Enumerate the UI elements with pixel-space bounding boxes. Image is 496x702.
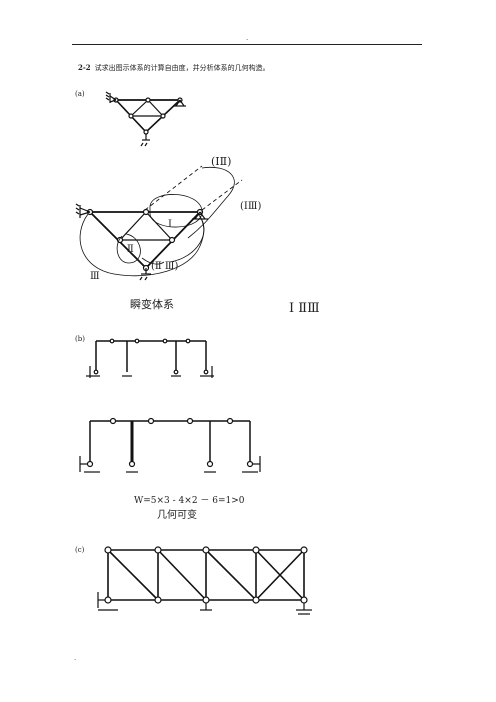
figure-c-label: (c) [75,546,85,554]
body-ii-label: Ⅱ [127,244,134,255]
problem-text: 试求出图示体系的计算自由度，并分析体系的几何构造。 [94,64,270,72]
body-iii-label: Ⅲ [90,271,100,282]
truss-c [97,546,312,615]
header-rule [72,44,422,45]
header-dot: . [246,34,249,42]
body-i-label: Ⅰ [168,219,172,230]
roman-summary: Ⅰ ⅡⅢ [289,301,320,316]
figure-b-label: (b) [75,335,85,343]
figure-a-label: (a) [75,90,85,98]
formula-b: W=5×3 - 4×2 － 6=1>0 [134,496,245,506]
problem-number: 2-2 [78,63,91,72]
bubble-i-iii: (ⅠⅢ) [240,201,262,212]
truss-a-analysis [75,165,243,281]
frame-b-small [86,338,214,378]
conclusion-a: 瞬变体系 [130,298,174,311]
footer-dot: . [74,654,77,662]
bubble-i-ii: (ⅠⅡ) [211,155,232,168]
truss-a-small [105,91,186,147]
bubble-ii-iii: (Ⅱ Ⅲ) [151,261,179,272]
frame-b-analysis [79,417,261,473]
conclusion-b: 几何可变 [157,510,197,521]
